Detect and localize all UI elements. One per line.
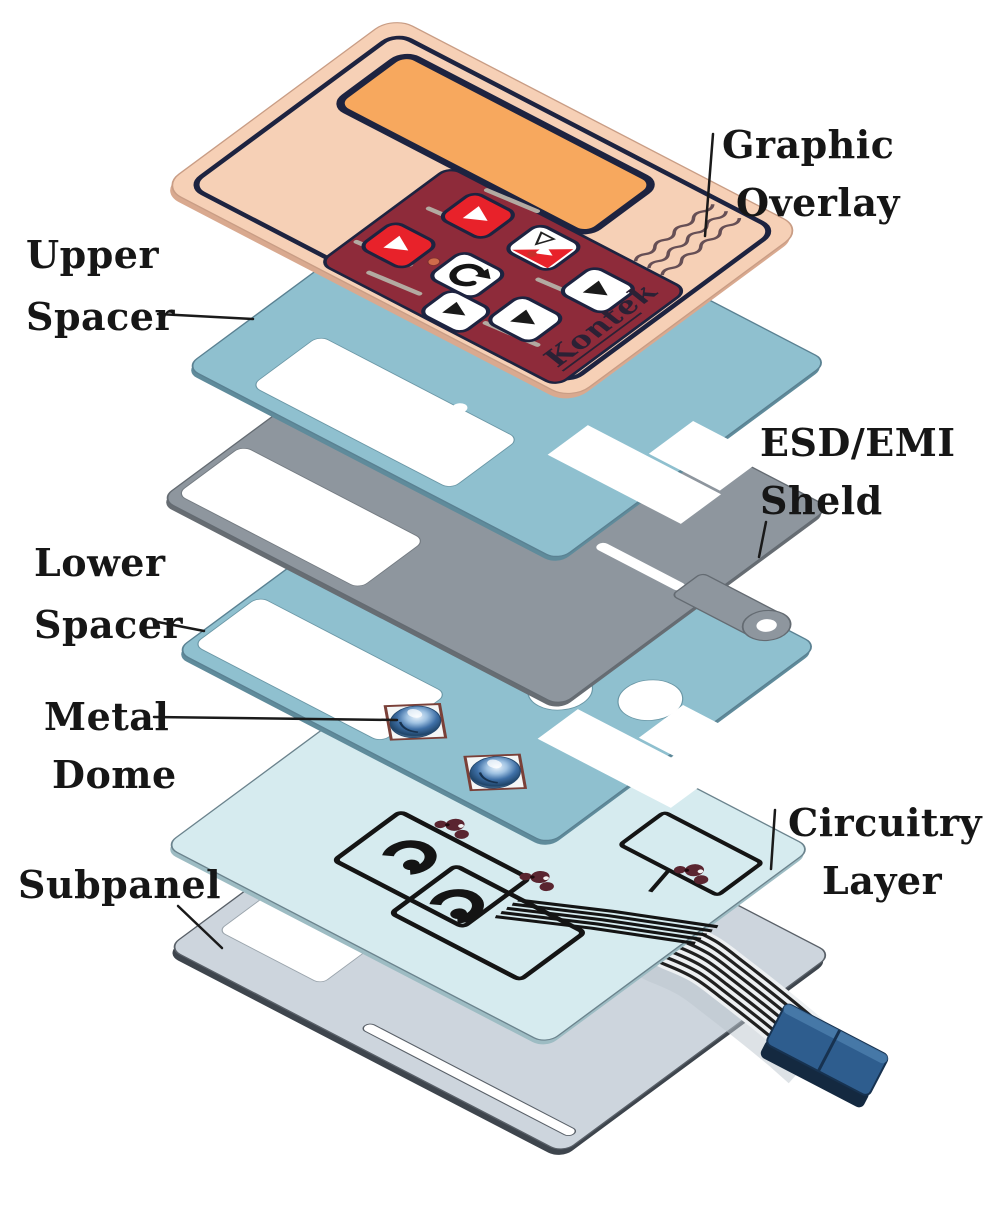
button-red-arrow-2 bbox=[361, 222, 436, 269]
label-graphic-overlay-2: Overlay bbox=[736, 180, 900, 225]
layer-labels: Graphic Overlay Upper Spacer ESD/EMI She… bbox=[18, 122, 982, 907]
red-dot-icon bbox=[527, 251, 537, 258]
sketch-triangle-icon bbox=[534, 231, 557, 246]
trace-bus-line bbox=[494, 915, 696, 945]
leader-esd-emi-shield bbox=[757, 520, 768, 559]
dome-shade-line bbox=[398, 721, 419, 734]
play-triangle-icon bbox=[510, 309, 536, 325]
play-triangle-icon bbox=[462, 206, 488, 221]
brand-underline bbox=[561, 312, 643, 372]
leader-lower-spacer bbox=[156, 620, 206, 633]
label-metal-dome-1: Metal bbox=[44, 694, 169, 739]
trace-bus-line bbox=[511, 902, 713, 933]
upper-spacer-pad-cutout bbox=[405, 429, 475, 472]
label-circuitry-layer-2: Layer bbox=[822, 858, 943, 903]
play-triangle-icon bbox=[582, 280, 608, 296]
solder-component-cluster bbox=[434, 818, 469, 839]
trace-bus-line bbox=[517, 898, 719, 929]
metal-dome-1 bbox=[383, 703, 448, 741]
rotate-arrow-icon bbox=[449, 263, 486, 287]
leader-upper-spacer bbox=[156, 312, 255, 321]
solder-component-cluster bbox=[673, 864, 709, 885]
pad-center-dot bbox=[450, 908, 468, 919]
dome-sphere bbox=[389, 705, 442, 739]
circuit-traces bbox=[333, 811, 763, 981]
display-window bbox=[336, 53, 655, 235]
label-esd-emi-shield-2: Sheld bbox=[760, 478, 883, 523]
contact-pad bbox=[428, 889, 484, 924]
button-white-arrow-2 bbox=[488, 296, 563, 343]
label-graphic-overlay-1: Graphic bbox=[722, 122, 894, 167]
ribbon-connector bbox=[760, 1003, 889, 1108]
leader-subpanel bbox=[176, 904, 224, 950]
trace-link bbox=[648, 869, 671, 893]
connector-highlight bbox=[783, 1004, 888, 1064]
label-lower-spacer-2: Spacer bbox=[34, 602, 183, 647]
layer-graphic-overlay: Kontek bbox=[170, 22, 794, 399]
leader-lines bbox=[152, 132, 777, 950]
leader-graphic-overlay bbox=[703, 132, 715, 238]
dome-shade-line bbox=[478, 772, 499, 784]
edge-notch-cutout bbox=[648, 421, 765, 491]
shield-tail-hole bbox=[756, 619, 777, 632]
edge-notch-cutout bbox=[537, 709, 712, 808]
dome-highlight bbox=[487, 759, 502, 769]
trace-bus-line bbox=[506, 906, 708, 937]
trace-bus-line bbox=[500, 910, 702, 941]
label-subpanel: Subpanel bbox=[18, 862, 221, 907]
button-white-arrow-1 bbox=[560, 267, 635, 314]
play-triangle-icon bbox=[383, 235, 409, 251]
leader-metal-dome bbox=[152, 715, 399, 722]
play-triangle-icon bbox=[442, 301, 466, 316]
button-white-arrow-3 bbox=[421, 290, 491, 333]
edge-notch-cutout bbox=[547, 425, 722, 524]
dome-highlight bbox=[407, 709, 423, 718]
solder-component-cluster bbox=[519, 871, 554, 892]
button-diagonal-red-white bbox=[506, 224, 581, 271]
trace-loop bbox=[333, 811, 530, 928]
indicator-dot-icon bbox=[427, 257, 441, 266]
pad-center-dot bbox=[402, 859, 420, 871]
label-upper-spacer-2: Spacer bbox=[26, 294, 175, 339]
dome-sphere bbox=[469, 756, 521, 789]
label-circuitry-layer-1: Circuitry bbox=[788, 800, 982, 845]
label-metal-dome-2: Dome bbox=[52, 752, 177, 797]
shield-window-cutout bbox=[180, 447, 421, 587]
button-red-arrow-1 bbox=[440, 192, 515, 239]
handwritten-scribble bbox=[633, 204, 742, 276]
connector-underside bbox=[760, 1040, 869, 1108]
rotate-arrowhead-icon bbox=[474, 268, 491, 280]
subpanel-slot bbox=[362, 1023, 577, 1137]
label-upper-spacer-1: Upper bbox=[26, 232, 159, 277]
button-rotate bbox=[427, 252, 505, 298]
metal-dome-2 bbox=[463, 753, 528, 792]
edge-notch-cutout bbox=[638, 705, 755, 775]
leader-circuitry-layer bbox=[769, 808, 777, 871]
layer-circuitry bbox=[170, 653, 806, 1045]
ribbon-cable bbox=[590, 847, 889, 1108]
shield-slot-cutout bbox=[596, 542, 685, 591]
label-esd-emi-shield-1: ESD/EMI bbox=[760, 420, 956, 465]
label-lower-spacer-1: Lower bbox=[34, 540, 166, 585]
connector-notch bbox=[817, 1029, 841, 1072]
play-triangle-icon bbox=[534, 244, 553, 256]
connector-body bbox=[766, 1003, 889, 1096]
